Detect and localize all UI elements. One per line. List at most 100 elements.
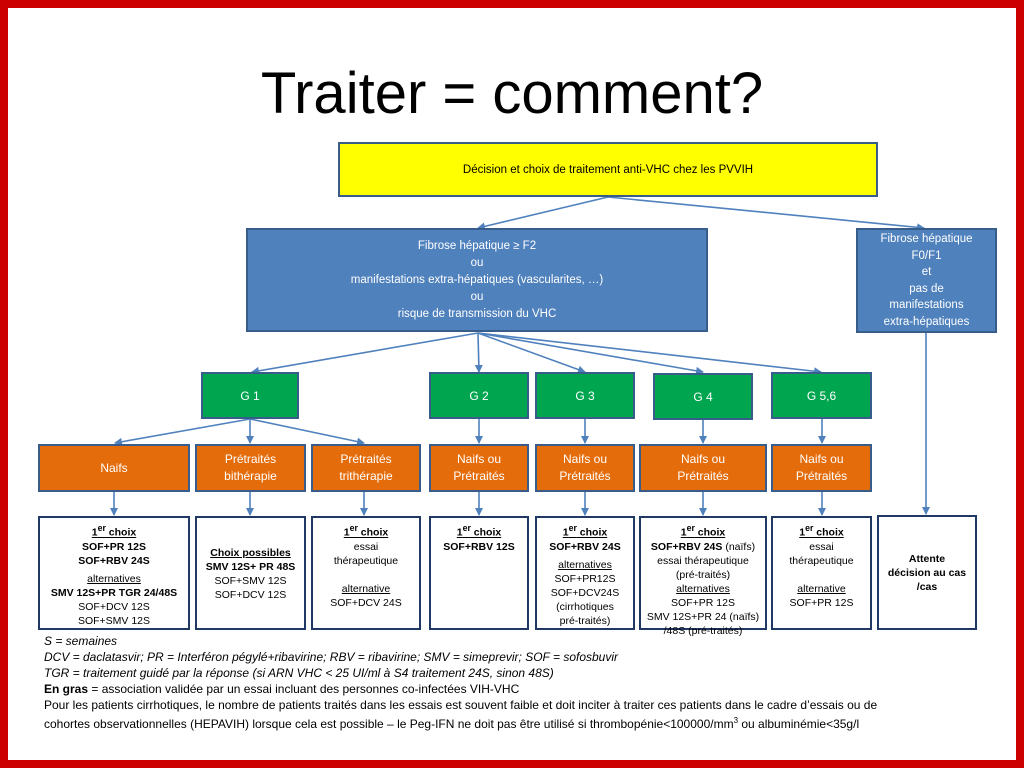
- t6-line1: SOF+RBV 24S (naïfs): [650, 540, 756, 553]
- treatment-g3: 1er choix SOF+RBV 24S alternatives SOF+P…: [535, 516, 635, 630]
- treatment-g1-naifs: 1er choix SOF+PR 12S SOF+RBV 24S alterna…: [38, 516, 190, 630]
- genotype-g2-label: G 2: [469, 388, 489, 403]
- t6-alt: alternatives: [676, 582, 730, 595]
- category-g2-line2: Prétraités: [453, 469, 505, 483]
- t7-line1: essai: [809, 540, 834, 553]
- note-tgr: TGR = traitement guidé par la réponse (s…: [44, 666, 554, 680]
- genotype-g3-label: G 3: [575, 388, 595, 403]
- note-abbreviations: DCV = daclatasvir; PR = Interféron pégyl…: [44, 650, 619, 664]
- t1-line3: SMV 12S+PR TGR 24/48S: [50, 587, 178, 599]
- t6-choice: 1er choix: [680, 523, 726, 539]
- genotype-g56: G 5,6: [771, 372, 872, 419]
- t6-line6: /48S (pré-traités): [663, 624, 743, 637]
- decision-label: Décision et choix de traitement anti-VHC…: [462, 163, 754, 176]
- criteria-f0-line2: F0/F1: [911, 249, 942, 262]
- genotype-g56-label: G 5,6: [806, 388, 837, 403]
- t6-line3: (pré-traités): [675, 568, 731, 581]
- t1-line1: SOF+PR 12S: [82, 540, 146, 553]
- note-semaines: S = semaines: [44, 634, 118, 648]
- criteria-f2-line1: Fibrose hépatique ≥ F2: [417, 239, 537, 252]
- t3-alt: alternative: [341, 582, 391, 595]
- category-g56: Naifs ou Prétraités: [771, 444, 872, 492]
- t5-line1: SOF+RBV 24S: [549, 540, 621, 553]
- note-en-gras: En gras = association validée par un ess…: [44, 682, 520, 696]
- genotype-g1-label: G 1: [240, 388, 260, 403]
- genotype-g1: G 1: [201, 372, 299, 419]
- criteria-box-f0f1: Fibrose hépatique F0/F1 et pas de manife…: [856, 228, 997, 333]
- treatment-g56: 1er choix essai thérapeutique alternativ…: [771, 516, 872, 630]
- arrow-g1-tritherapie: [249, 418, 365, 446]
- t5-alt: alternatives: [558, 559, 612, 571]
- category-g4-line1: Naifs ou: [680, 452, 726, 466]
- t6-line2: essai thérapeutique: [657, 554, 749, 567]
- criteria-f0-line5: manifestations: [889, 299, 964, 311]
- category-bi-line2: bithérapie: [224, 469, 277, 483]
- t1-line2: SOF+RBV 24S: [78, 554, 150, 567]
- criteria-f2-line5: risque de transmission du VHC: [397, 307, 557, 320]
- t5-line2: SOF+PR12S: [554, 573, 616, 585]
- t1-line5: SOF+SMV 12S: [77, 615, 151, 627]
- arrow-to-g2: [474, 332, 483, 373]
- t1-choice: 1er choix: [91, 523, 137, 539]
- t3-choice: 1er choix: [343, 523, 389, 539]
- category-g2: Naifs ou Prétraités: [429, 444, 529, 492]
- criteria-f0-line6: extra-hépatiques: [883, 315, 970, 328]
- t2-choice: Choix possibles: [210, 547, 291, 559]
- t6-line4: SOF+PR 12S: [671, 596, 735, 609]
- t2-line3: SOF+DCV 12S: [214, 589, 287, 601]
- treatment-g1-bitherapie: Choix possibles SMV 12S+ PR 48S SOF+SMV …: [195, 516, 306, 630]
- category-tri-line2: trithérapie: [339, 469, 393, 483]
- category-naifs-label: Naifs: [100, 460, 128, 475]
- category-g4-line2: Prétraités: [677, 469, 729, 483]
- criteria-f0-line3: et: [921, 266, 932, 278]
- t4-choice: 1er choix: [456, 523, 502, 539]
- arrow-g1-naifs: [114, 418, 251, 446]
- t8-line3: /cas: [916, 580, 938, 593]
- arrow-to-g56: [477, 332, 822, 376]
- category-g3: Naifs ou Prétraités: [535, 444, 635, 492]
- category-g56-line1: Naifs ou: [799, 452, 844, 466]
- category-naifs: Naifs: [38, 444, 190, 492]
- criteria-f2-line2: ou: [470, 256, 484, 269]
- genotype-g4: G 4: [653, 373, 753, 420]
- t5-line5: pré-traités): [559, 615, 611, 627]
- criteria-box-f2: Fibrose hépatique ≥ F2 ou manifestations…: [246, 228, 708, 332]
- category-g3-line1: Naifs ou: [562, 452, 608, 466]
- t7-line3: SOF+PR 12S: [789, 596, 854, 609]
- t2-line1: SMV 12S+ PR 48S: [205, 561, 296, 573]
- t5-line4: (cirrhotiques: [556, 601, 614, 613]
- treatment-f0f1: Attente décision au cas /cas: [877, 515, 977, 630]
- criteria-f2-line3: manifestations extra-hépatiques (vascula…: [350, 273, 604, 286]
- arrow-to-g1: [251, 332, 479, 375]
- t4-line1: SOF+RBV 12S: [443, 540, 515, 553]
- category-pretraites-tritherapie: Prétraités trithérapie: [311, 444, 421, 492]
- t8-line2: décision au cas: [887, 566, 967, 579]
- t6-line5: SMV 12S+PR 24 (naïfs): [646, 610, 760, 623]
- t3-line3: SOF+DCV 24S: [330, 596, 402, 609]
- genotype-g3: G 3: [535, 372, 635, 419]
- arrow-to-g3: [477, 332, 586, 374]
- genotype-g2: G 2: [429, 372, 529, 419]
- t7-line2: thérapeutique: [789, 554, 854, 567]
- t3-line1: essai: [353, 540, 379, 553]
- t5-line3: SOF+DCV24S: [550, 587, 620, 599]
- arrow-top-left: [477, 196, 609, 231]
- category-bi-line1: Prétraités: [224, 452, 277, 466]
- footnotes: S = semaines DCV = daclatasvir; PR = Int…: [44, 633, 994, 732]
- t1-alt: alternatives: [87, 573, 141, 585]
- genotype-g4-label: G 4: [693, 389, 713, 404]
- treatment-g4: 1er choix SOF+RBV 24S (naïfs) essai thér…: [639, 516, 767, 637]
- category-g2-line1: Naifs ou: [456, 452, 502, 466]
- slide-title: Traiter = comment?: [260, 61, 764, 126]
- category-tri-line1: Prétraités: [340, 452, 392, 466]
- treatment-g2: 1er choix SOF+RBV 12S: [429, 516, 529, 630]
- t3-line2: thérapeutique: [333, 554, 399, 567]
- decision-box: Décision et choix de traitement anti-VHC…: [338, 142, 878, 197]
- t8-line1: Attente: [908, 552, 946, 565]
- note-cirrhotiques-1: Pour les patients cirrhotiques, le nombr…: [44, 698, 878, 712]
- criteria-f0-line1: Fibrose hépatique: [880, 233, 973, 245]
- category-g4: Naifs ou Prétraités: [639, 444, 767, 492]
- treatment-g1-tritherapie: 1er choix essai thérapeutique alternativ…: [311, 516, 421, 630]
- category-g3-line2: Prétraités: [559, 469, 611, 483]
